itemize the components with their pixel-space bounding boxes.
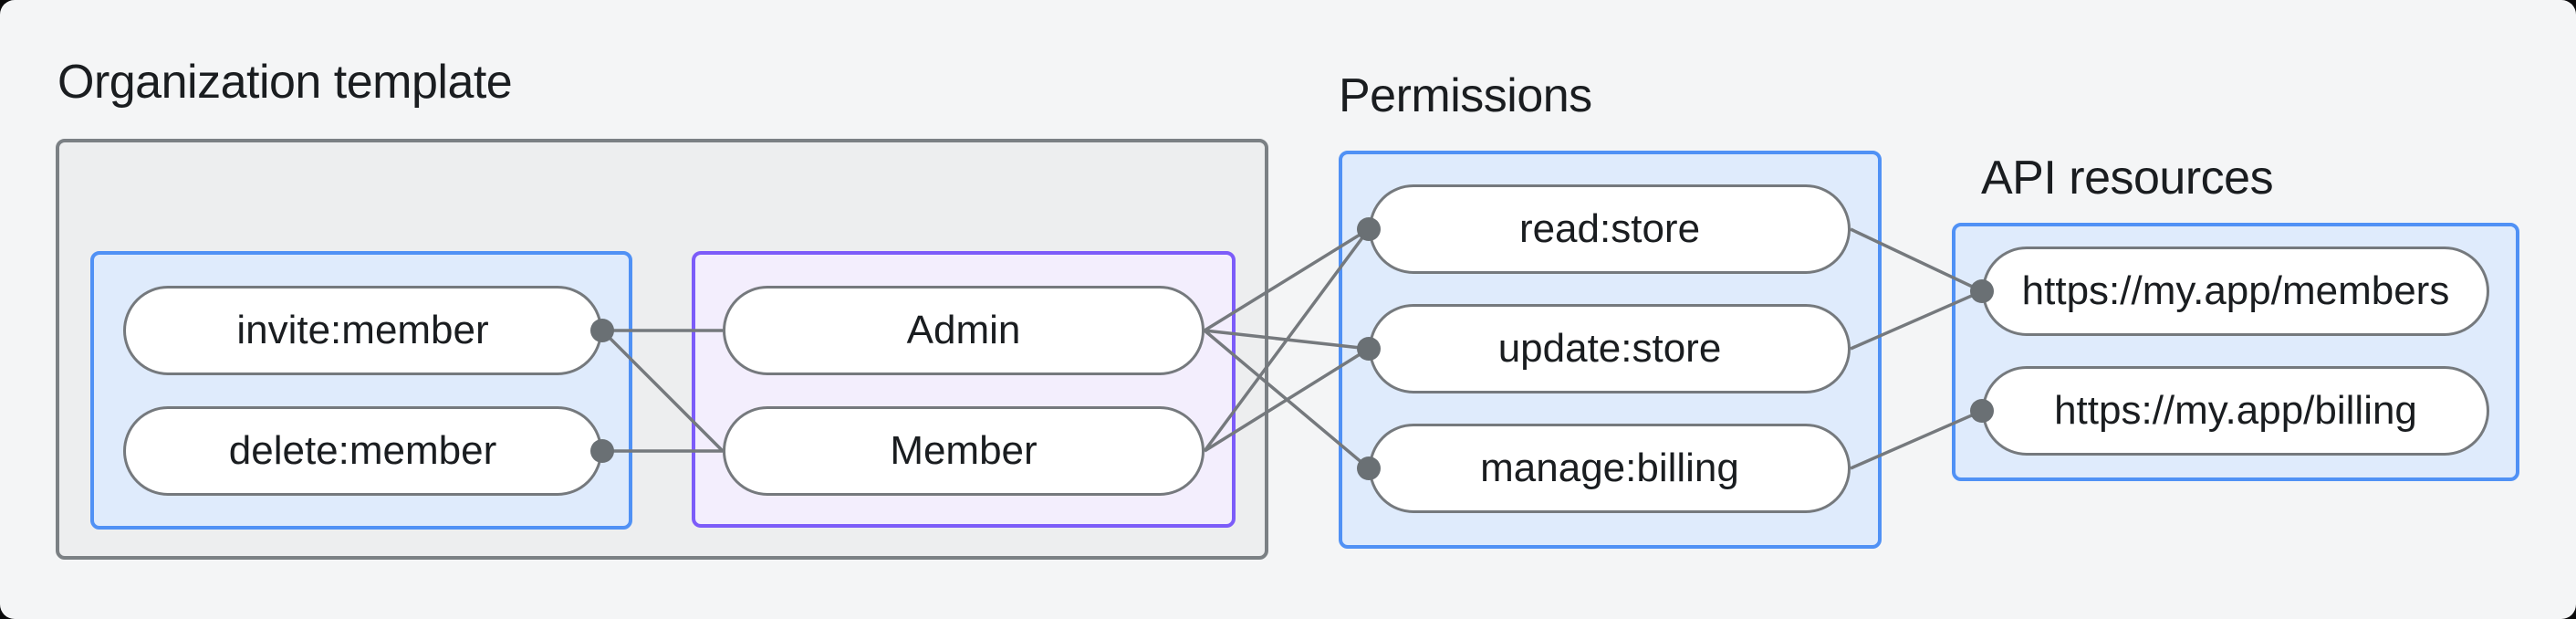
node-update-store: update:store bbox=[1369, 304, 1851, 393]
node-member: Member bbox=[723, 406, 1205, 496]
node-admin: Admin bbox=[723, 286, 1205, 375]
api-resources-label: API resources bbox=[1981, 152, 2274, 205]
node-read-store: read:store bbox=[1369, 184, 1851, 274]
node-api-billing: https://my.app/billing bbox=[1982, 366, 2489, 456]
node-api-members: https://my.app/members bbox=[1982, 247, 2489, 336]
org-template-title: Organization template bbox=[57, 56, 513, 109]
permissions-label: Permissions bbox=[1339, 69, 1592, 122]
node-delete-member: delete:member bbox=[123, 406, 602, 496]
node-manage-billing: manage:billing bbox=[1369, 424, 1851, 513]
node-invite-member: invite:member bbox=[123, 286, 602, 375]
